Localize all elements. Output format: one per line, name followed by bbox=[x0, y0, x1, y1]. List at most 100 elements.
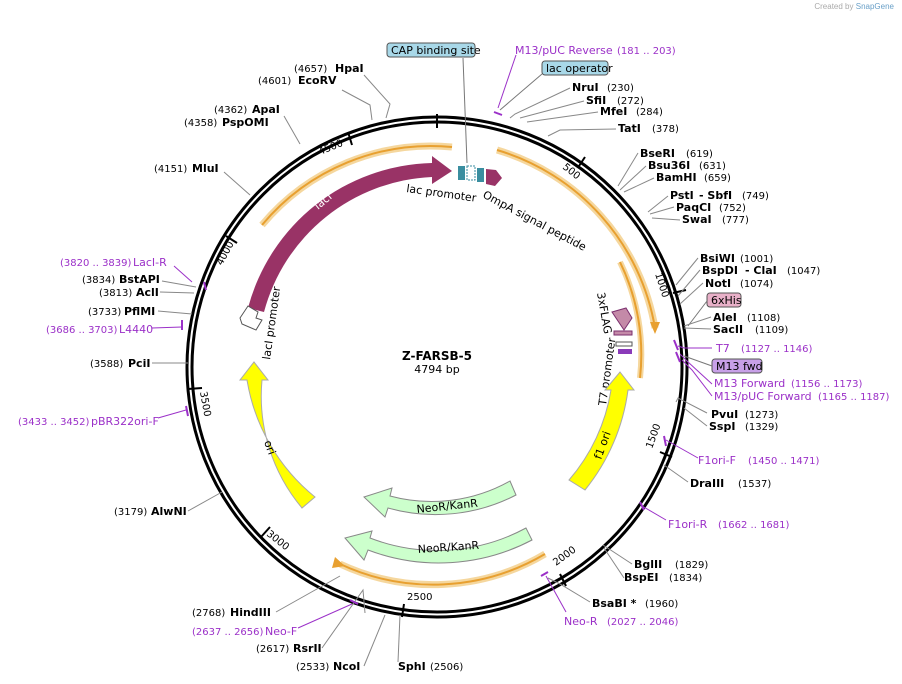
site-name-bspei: BspEI bbox=[624, 571, 658, 584]
tick-label-2500: 2500 bbox=[407, 592, 432, 603]
site-pos-psti-sbfi: (749) bbox=[742, 191, 769, 202]
site-pos-apai: (4362) bbox=[214, 105, 247, 116]
primer-name-laci-r: LacI-R bbox=[133, 256, 167, 269]
site-pos-hpai: (4657) bbox=[294, 64, 327, 75]
m13-fwd-leader bbox=[683, 355, 713, 367]
primer-pos-pbr322ori-f: (3433 .. 3452) bbox=[18, 417, 90, 428]
primer-mark-laci-r bbox=[203, 281, 207, 291]
primer-pos-f1ori-r: (1662 .. 1681) bbox=[718, 520, 790, 531]
primer-pos-l4440: (3686 .. 3703) bbox=[46, 325, 118, 336]
primer-leader-m13-forward bbox=[679, 353, 713, 385]
primer-mark-pbr322ori-f bbox=[185, 405, 189, 417]
tick-label-4500: 4500 bbox=[317, 138, 345, 158]
site-name-alei: AleI bbox=[713, 311, 737, 324]
tick-mark-4000 bbox=[225, 235, 238, 244]
site-pos-bsu36i: (631) bbox=[699, 161, 726, 172]
site-pos-tati: (378) bbox=[652, 124, 679, 135]
site-pos-alwni: (3179) bbox=[114, 507, 147, 518]
primer-name-neo-r: Neo-R bbox=[564, 615, 598, 628]
site-name-bglii: BglII bbox=[634, 558, 662, 571]
tick-label-1500: 1500 bbox=[644, 422, 663, 450]
primers: M13/pUC Reverse (181 .. 203) (3820 .. 38… bbox=[18, 44, 890, 638]
site-pos-nrui: (230) bbox=[607, 83, 634, 94]
site-pos-bseri: (619) bbox=[686, 149, 713, 160]
f1-ori-arrow bbox=[568, 371, 636, 491]
tick-label-2000: 2000 bbox=[551, 545, 578, 569]
tick-mark-1500 bbox=[659, 451, 673, 458]
primer-pos-m13puc-forward: (1165 .. 1187) bbox=[818, 392, 890, 403]
primer-leader-m13puc-forward bbox=[681, 359, 713, 397]
lac-promoter-label: lac promoter bbox=[406, 182, 478, 205]
site-pos-sacii: (1109) bbox=[755, 325, 788, 336]
site-name-sfii: SfiI bbox=[586, 94, 606, 107]
primer-leader-l4440 bbox=[151, 326, 183, 329]
site-name-pcii: PciI bbox=[128, 357, 150, 370]
site-name-bstapi: BstAPI bbox=[119, 273, 160, 286]
lac-operator-block bbox=[466, 165, 476, 181]
tick-mark-500 bbox=[578, 156, 586, 167]
orange-arc-neo bbox=[339, 553, 546, 586]
plasmid-name: Z-FARSB-5 bbox=[402, 349, 472, 363]
site-pos-sfii: (272) bbox=[617, 96, 644, 107]
site-name-clai: - ClaI bbox=[745, 264, 777, 277]
site-name-draiii: DraIII bbox=[690, 477, 724, 490]
site-name-mlui: MluI bbox=[192, 162, 219, 175]
cap-leader bbox=[462, 57, 468, 164]
site-name-sbfi: - SbfI bbox=[699, 189, 732, 202]
primer-name-m13-forward: M13 Forward bbox=[714, 377, 785, 390]
primer-name-f1ori-f: F1ori-F bbox=[698, 454, 736, 467]
site-name-hpai: HpaI bbox=[335, 62, 364, 75]
site-pos-pspomi: (4358) bbox=[184, 118, 217, 129]
primer-name-l4440: L4440 bbox=[119, 323, 153, 336]
primer-name-m13puc-forward: M13/pUC Forward bbox=[714, 390, 812, 403]
site-name-pflmi: PflMI bbox=[124, 305, 155, 318]
ori-label: ori bbox=[261, 439, 278, 457]
site-name-sacii: SacII bbox=[713, 323, 743, 336]
primer-mark-m13-forward bbox=[675, 351, 681, 363]
site-name-ecorv: EcoRV bbox=[298, 74, 337, 87]
primer-leader-t7 bbox=[677, 345, 712, 349]
tick-label-3500: 3500 bbox=[197, 391, 212, 418]
site-name-bseri: BseRI bbox=[640, 147, 675, 160]
site-name-pvui: PvuI bbox=[711, 408, 738, 421]
primer-name-neo-f: Neo-F bbox=[265, 625, 297, 638]
site-pos-pflmi: (3733) bbox=[88, 307, 121, 318]
site-name-bamhi: BamHI bbox=[656, 171, 697, 184]
site-pos-hindiii: (2768) bbox=[192, 608, 225, 619]
primer-leader-neo-r bbox=[545, 575, 567, 613]
primer-pos-m13puc-reverse: (181 .. 203) bbox=[617, 46, 676, 57]
site-name-bsiwi: BsiWI bbox=[700, 252, 735, 265]
primer-pos-t7: (1127 .. 1146) bbox=[741, 344, 813, 355]
site-name-nrui: NruI bbox=[572, 81, 599, 94]
primer-leader-f1ori-r bbox=[641, 505, 667, 521]
site-name-paqci: PaqCI bbox=[676, 201, 711, 214]
primer-mark-neo-f bbox=[349, 599, 359, 605]
site-name-bspdi: BspDI bbox=[702, 264, 738, 277]
site-name-rsrii: RsrII bbox=[293, 642, 322, 655]
site-pos-alei: (1108) bbox=[747, 313, 780, 324]
orange-arc-3xflag bbox=[619, 261, 643, 379]
ompA-arrow bbox=[486, 169, 502, 186]
site-name-bsu36i: Bsu36I bbox=[648, 159, 690, 172]
site-pos-bstapi: (3834) bbox=[82, 275, 115, 286]
site-pos-noti: (1074) bbox=[740, 279, 773, 290]
site-name-noti: NotI bbox=[705, 277, 731, 290]
lac-promoter-block bbox=[458, 166, 465, 180]
orange-arrowhead-insert bbox=[650, 322, 660, 334]
snapgene-logo-text: SnapGene bbox=[855, 2, 894, 11]
site-pos-bamhi: (659) bbox=[704, 173, 731, 184]
neo-label-2: NeoR/KanR bbox=[417, 539, 480, 556]
snapgene-credit: Created by SnapGene bbox=[814, 2, 894, 11]
lac-operator-label: lac operator bbox=[546, 62, 613, 75]
site-name-acli: AclI bbox=[136, 286, 159, 299]
site-name-apai: ApaI bbox=[252, 103, 280, 116]
orange-feature-arcs bbox=[259, 142, 660, 589]
orange-arc-insert bbox=[496, 149, 656, 329]
primer-name-f1ori-r: F1ori-R bbox=[668, 518, 708, 531]
3xflag-label: 3xFLAG bbox=[594, 291, 614, 335]
neo-label-1: NeoR/KanR bbox=[416, 497, 479, 516]
primer-mark-m13puc-reverse bbox=[493, 111, 503, 116]
lacI-promoter-arrow bbox=[239, 305, 263, 331]
site-name-bsabi: BsaBI * bbox=[592, 597, 637, 610]
